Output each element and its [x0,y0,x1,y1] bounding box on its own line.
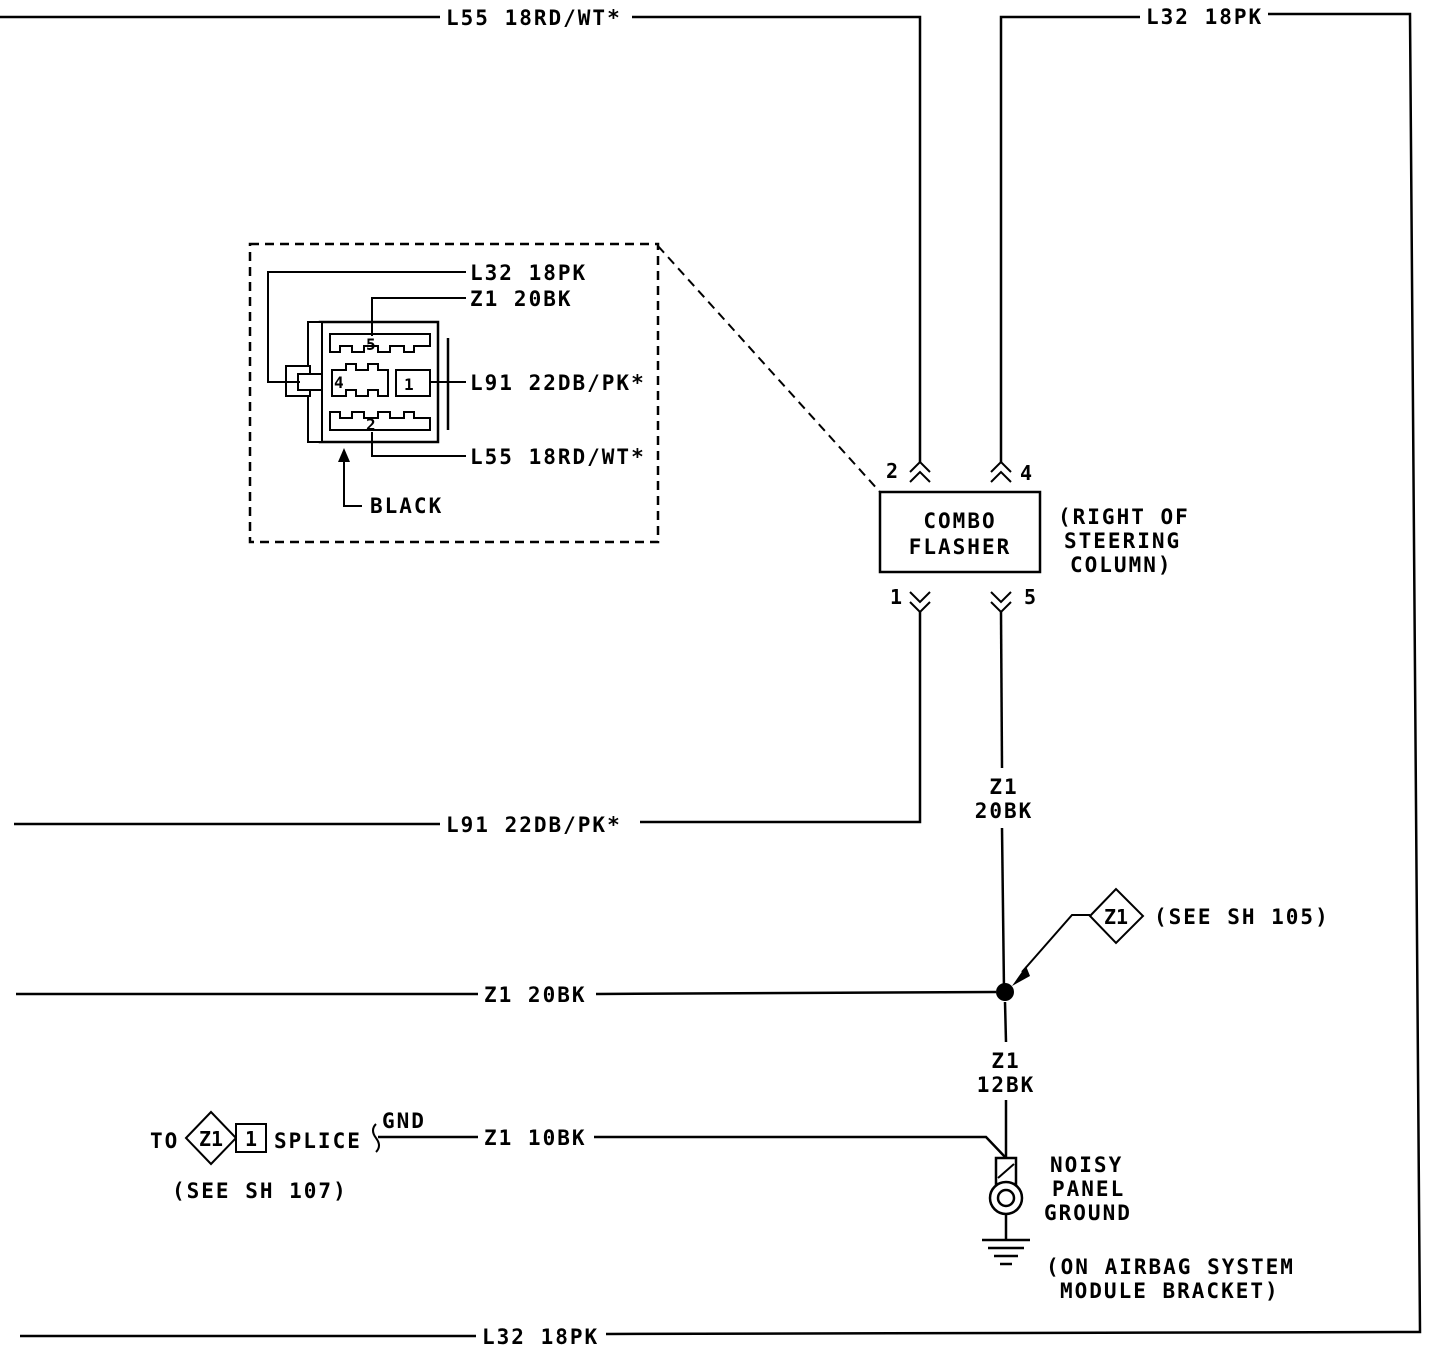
wire-l91: L91 22DB/PK* [14,612,922,837]
ground-label-line3: GROUND [1044,1201,1132,1225]
wire-z1-ground-drop: Z1 12BK [977,1001,1036,1158]
connector-face: 5 4 1 2 [285,320,450,444]
flasher-location-line1: (RIGHT OF [1058,505,1190,529]
wire-label-l91: L91 22DB/PK* [446,813,622,837]
connector-chevron-pin-1 [909,591,931,614]
connector-chevron-pin-4 [990,460,1012,483]
flasher-label-line2: FLASHER [909,535,1012,559]
noisy-panel-ground: NOISY PANEL GROUND (ON AIRBAG SYSTEM MOD… [982,1153,1295,1303]
ground-label-line2: PANEL [1052,1177,1125,1201]
flasher-location-line2: STEERING [1064,529,1181,553]
wire-label-z1-splice-left: Z1 20BK [484,983,587,1007]
wire-z1-10bk: Z1 10BK [484,1126,1007,1159]
connector-detail-inset: 5 4 1 2 L32 18PK Z1 20BK L91 22DB/PK* L5… [248,242,881,544]
ground-splice-to-label: TO [150,1129,179,1153]
cavity-label-2: 2 [366,415,376,434]
inset-wire-z1: Z1 20BK [470,287,573,311]
wire-label-z1-lower-gauge: 12BK [977,1073,1036,1097]
ground-splice-reference: TO Z1 1 SPLICE GND (SEE SH 107) [150,1109,478,1203]
pin-number-2: 2 [886,459,898,483]
splice-z1: Z1 20BK Z1 (SEE SH 105) [16,887,1330,1007]
wire-label-z1-upper-gauge: 20BK [975,799,1034,823]
combo-flasher: COMBO FLASHER 2 4 1 5 (RIGHT OF STEERING… [878,459,1190,614]
ground-gnd-label: GND [382,1109,426,1133]
ground-splice-label: SPLICE [274,1129,362,1153]
cavity-label-5: 5 [366,335,376,354]
ground-symbol [982,1238,1030,1266]
flasher-label-line1: COMBO [923,509,996,533]
wire-l55-top: L55 18RD/WT* [0,6,922,462]
inset-wire-l55: L55 18RD/WT* [470,445,646,469]
pin-number-1: 1 [890,585,902,609]
pin-number-4: 4 [1020,461,1032,485]
inset-wire-l32: L32 18PK [470,261,587,285]
ground-label-line1: NOISY [1050,1153,1123,1177]
wire-label-z1-10bk: Z1 10BK [484,1126,587,1150]
wire-label-l32-bottom: L32 18PK [482,1325,599,1349]
wire-label-z1-upper-code: Z1 [989,775,1018,799]
cavity-label-1: 1 [404,375,414,394]
pin-number-5: 5 [1024,585,1036,609]
connector-chevron-pin-5 [990,591,1012,614]
ground-splice-note: (SEE SH 107) [172,1179,348,1203]
wire-z1-vertical: Z1 20BK [975,611,1034,991]
ground-location-line2: MODULE BRACKET) [1060,1279,1280,1303]
wire-label-l55-top: L55 18RD/WT* [446,6,622,30]
wire-label-z1-lower-code: Z1 [991,1049,1020,1073]
splice-ref-code: Z1 [1104,905,1128,929]
ground-splice-number: 1 [245,1127,257,1151]
wire-l32-bottom: L32 18PK [20,1325,599,1349]
cavity-label-4: 4 [334,373,344,392]
splice-ref-note: (SEE SH 105) [1154,905,1330,929]
connector-color-label: BLACK [370,494,443,518]
flasher-location-line3: COLUMN) [1070,553,1173,577]
wire-label-l32-top: L32 18PK [1146,5,1263,29]
wire-l32-loop: L32 18PK [605,5,1422,1336]
ground-location-line1: (ON AIRBAG SYSTEM [1046,1255,1295,1279]
connector-chevron-pin-2 [909,460,931,483]
inset-wire-l91: L91 22DB/PK* [470,371,646,395]
ground-splice-code: Z1 [199,1127,223,1151]
